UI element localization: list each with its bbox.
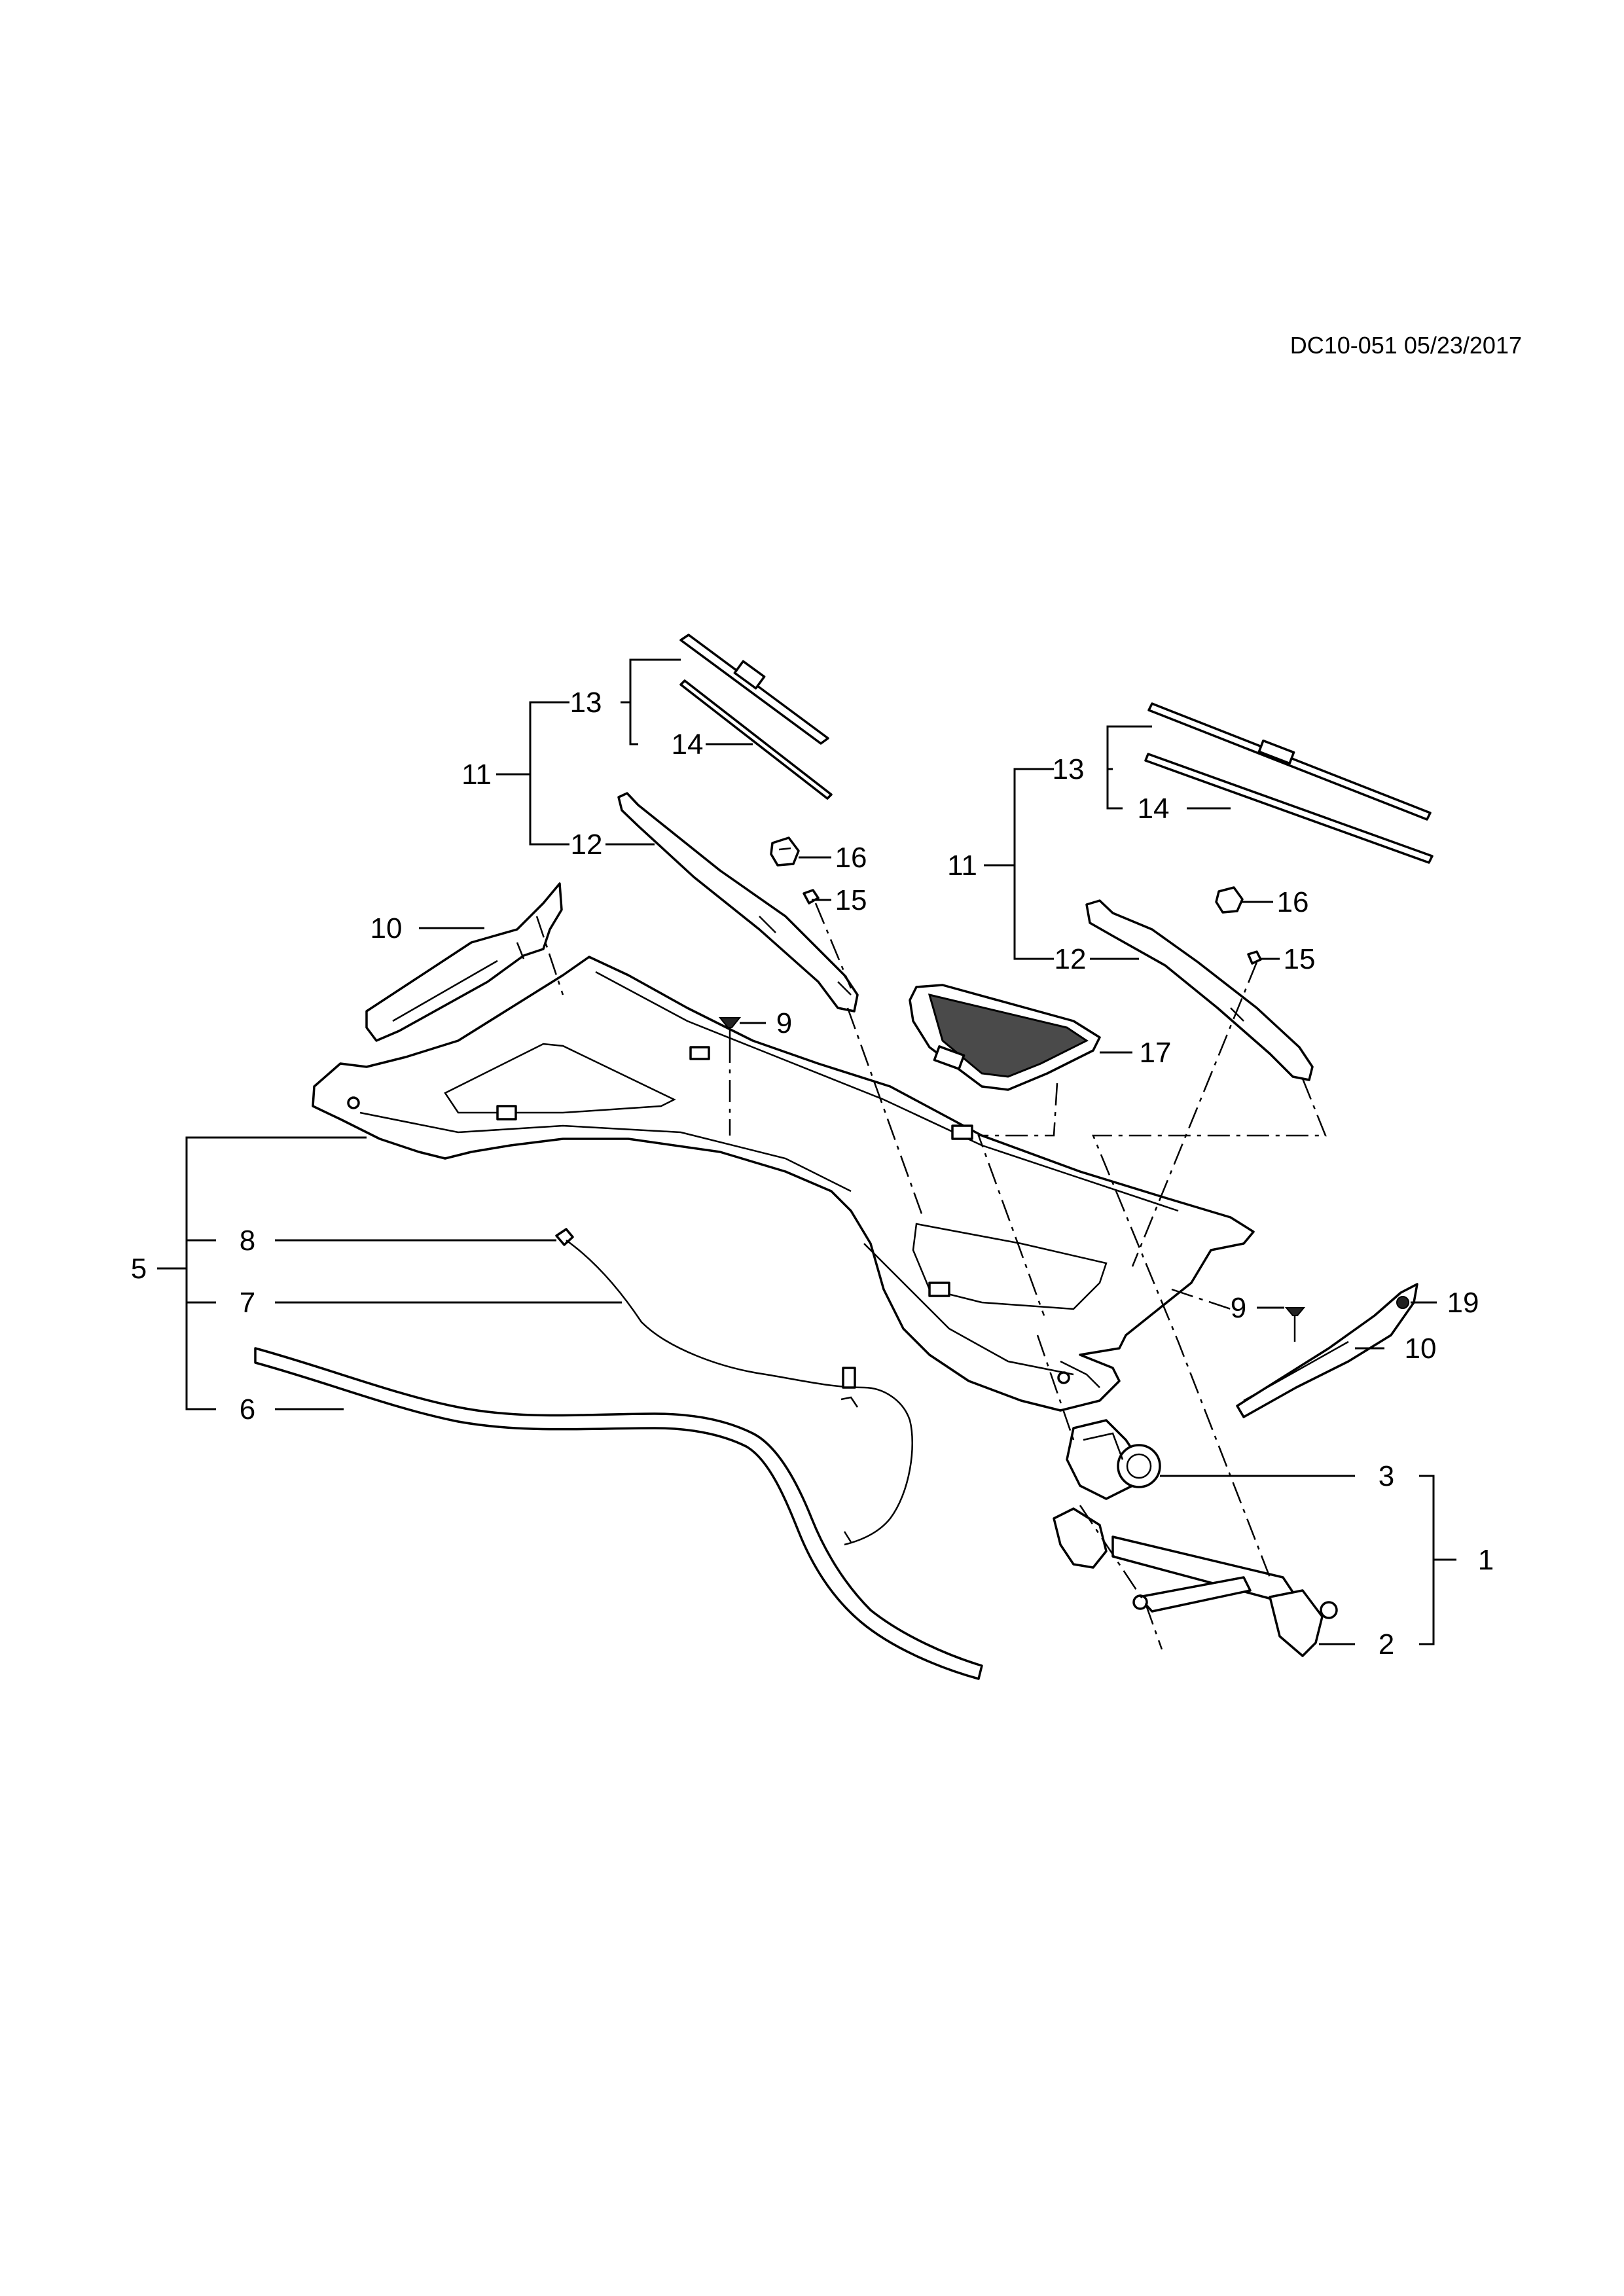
callout-19: 19 (1447, 1287, 1479, 1319)
callout-12-left: 12 (571, 829, 603, 861)
callout-15-right: 15 (1284, 943, 1316, 975)
callout-9-right: 9 (1231, 1292, 1246, 1324)
callout-2: 2 (1379, 1628, 1394, 1660)
callout-10-right: 10 (1405, 1333, 1437, 1365)
callout-14-right: 14 (1138, 793, 1170, 825)
callout-13-left: 13 (570, 687, 602, 719)
wiper-blade-left (679, 634, 833, 800)
arm-cap-right (1215, 886, 1244, 914)
bracket-1 (1419, 1475, 1435, 1645)
wiper-motor (1066, 1419, 1161, 1500)
callout-16-left: 16 (835, 842, 867, 874)
callout-12-right: 12 (1055, 943, 1087, 975)
cowl-panel (312, 956, 1255, 1412)
callout-3: 3 (1379, 1460, 1394, 1492)
hood-seal (254, 1347, 983, 1680)
callout-7: 7 (240, 1287, 255, 1319)
callout-11-left: 11 (461, 759, 492, 791)
callout-8: 8 (240, 1225, 255, 1257)
callout-1: 1 (1478, 1544, 1494, 1576)
bracket-11-right (1013, 768, 1054, 960)
cowl-screen-cover (909, 984, 1101, 1091)
callout-14-left: 14 (672, 728, 704, 761)
callout-10-left: 10 (370, 912, 403, 944)
callout-17: 17 (1140, 1037, 1172, 1069)
wiper-arm-left (617, 792, 859, 1013)
arm-nut-right (1247, 950, 1262, 965)
callout-9-left: 9 (776, 1007, 792, 1039)
push-clip-right (1284, 1307, 1306, 1338)
callout-16-right: 16 (1277, 886, 1309, 918)
callout-11-right: 11 (947, 850, 977, 882)
document-reference: DC10-051 05/23/2017 (1290, 332, 1522, 359)
assembly-lines (535, 903, 1327, 1650)
callout-15-left: 15 (835, 884, 867, 916)
callout-5: 5 (131, 1253, 147, 1285)
washer-hose (555, 1228, 913, 1546)
arm-nut-left (803, 889, 820, 905)
push-clip-left (718, 1017, 742, 1041)
wiper-arm-right (1085, 899, 1314, 1081)
wiper-blade-right (1144, 702, 1434, 864)
bracket-5 (185, 1136, 367, 1410)
callout-6: 6 (240, 1393, 255, 1426)
callout-13-right: 13 (1053, 753, 1085, 785)
cowl-end-cap-left (365, 882, 563, 1042)
bracket-11-left (529, 701, 569, 846)
rivet-19 (1396, 1296, 1409, 1309)
arm-cap-left (770, 836, 800, 867)
cowl-end-cap-right (1236, 1283, 1418, 1418)
wiper-linkage (1053, 1507, 1338, 1657)
